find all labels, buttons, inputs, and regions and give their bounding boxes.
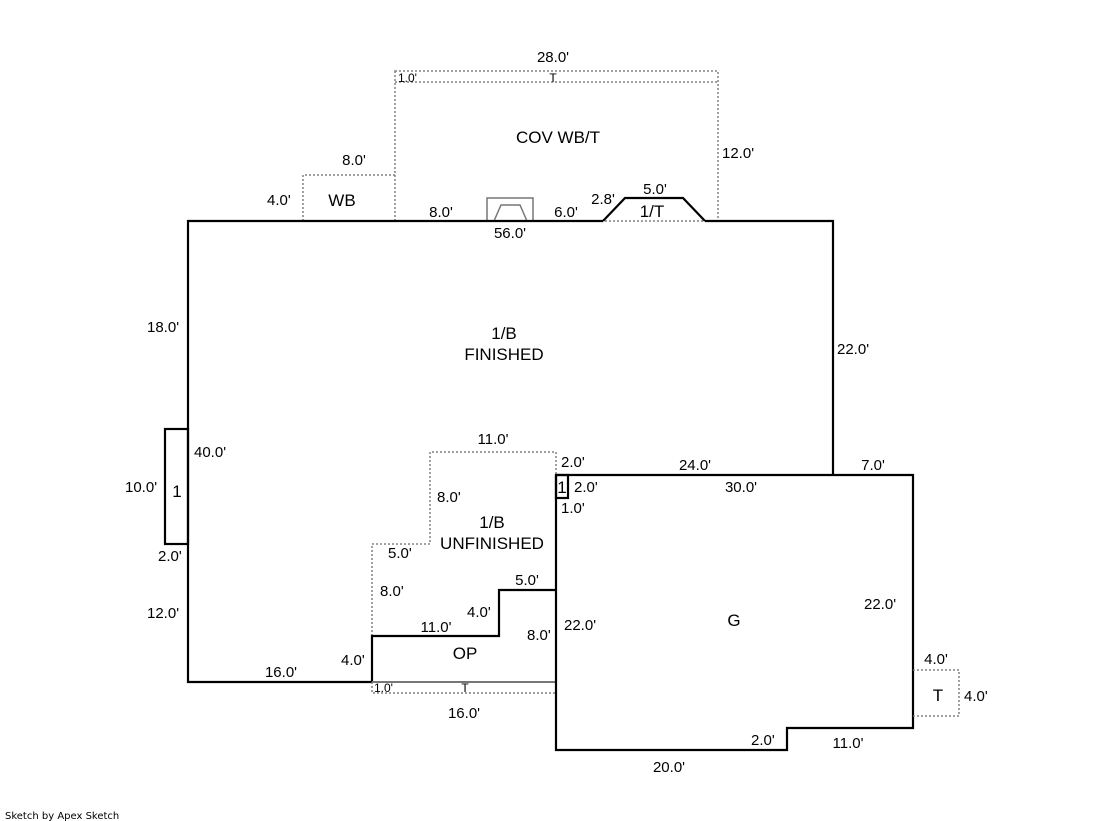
dim-g-7: 7.0' [861, 457, 885, 474]
dim-left-40: 40.0' [194, 444, 226, 461]
area-label-op: OP [453, 644, 478, 663]
dim-t-right-4: 4.0' [964, 688, 988, 705]
dim-g-right-22: 22.0' [864, 596, 896, 613]
dim-top-6: 6.0' [554, 204, 578, 221]
area-label-one-left: 1 [172, 482, 181, 501]
dim-cov-right: 12.0' [722, 145, 754, 162]
dim-t-top-4: 4.0' [924, 651, 948, 668]
fireplace-icon [493, 204, 528, 222]
area-label-cov-wbt: COV WB/T [516, 128, 600, 147]
area-label-finished-2: FINISHED [464, 345, 543, 364]
dim-one-left-2: 2.0' [158, 548, 182, 565]
dim-slant-28: 2.8' [591, 191, 615, 208]
dim-g-left-22: 22.0' [564, 617, 596, 634]
dim-g-20: 20.0' [653, 759, 685, 776]
dim-bottom-16: 16.0' [265, 664, 297, 681]
dim-left-18: 18.0' [147, 319, 179, 336]
small-one-box [554, 473, 570, 500]
main-house-right-outline [705, 219, 835, 475]
op-t-strip [371, 682, 556, 694]
area-label-t-right: T [933, 686, 943, 705]
dim-wb-top: 8.0' [342, 152, 366, 169]
dim-unf-11: 11.0' [478, 431, 509, 448]
dim-unf-5: 5.0' [388, 545, 412, 562]
dim-op-5: 5.0' [515, 572, 539, 589]
garage-outline [554, 473, 915, 752]
area-label-g: G [727, 611, 740, 630]
dim-g-30: 30.0' [725, 479, 757, 496]
dim-op-11: 11.0' [421, 619, 452, 636]
dim-g-2: 2.0' [751, 732, 775, 749]
dim-top-8: 8.0' [429, 204, 453, 221]
dim-small-1: 1.0' [561, 500, 585, 517]
dim-op-bottom-small: 1.0' [374, 681, 393, 695]
area-label-one-t: 1/T [640, 202, 665, 221]
dim-wb-left: 4.0' [267, 192, 291, 209]
area-label-finished-1: 1/B [491, 324, 517, 343]
dim-unf-8: 8.0' [437, 489, 461, 506]
dim-op-4: 4.0' [467, 604, 491, 621]
dim-op-4b: 4.0' [341, 652, 365, 669]
dim-small-2: 2.0' [574, 479, 598, 496]
dim-one-left-10: 10.0' [125, 479, 157, 496]
area-label-t-bottom: T [461, 681, 469, 695]
dim-g-24: 24.0' [679, 457, 711, 474]
dim-left-12: 12.0' [147, 605, 179, 622]
dim-cov-top: 28.0' [537, 49, 569, 66]
area-label-one-small: 1 [557, 478, 566, 497]
area-label-wb: WB [328, 191, 355, 210]
dim-op-bottom-16: 16.0' [448, 705, 480, 722]
unfinished-outline [371, 451, 557, 636]
dim-top-56: 56.0' [494, 225, 526, 242]
dim-unf-2: 2.0' [561, 454, 585, 471]
sketch-credit: Sketch by Apex Sketch [5, 811, 119, 821]
area-label-unfinished-2: UNFINISHED [440, 534, 544, 553]
dim-op-8: 8.0' [527, 627, 551, 644]
cov-wbt-outline [394, 70, 719, 222]
dim-cov-top-small: 1.0' [398, 71, 417, 85]
dim-unf-8b: 8.0' [380, 583, 404, 600]
left-one-box [163, 427, 190, 546]
dim-right-22: 22.0' [837, 341, 869, 358]
one-t-outline [602, 196, 706, 222]
dim-g-11: 11.0' [833, 735, 864, 752]
t-right-outline [913, 669, 960, 717]
area-label-t-top: T [549, 71, 557, 85]
wb-outline [302, 174, 395, 221]
op-outline [370, 588, 556, 682]
dim-one-t-top: 5.0' [643, 181, 667, 198]
area-label-unfinished-1: 1/B [479, 513, 505, 532]
